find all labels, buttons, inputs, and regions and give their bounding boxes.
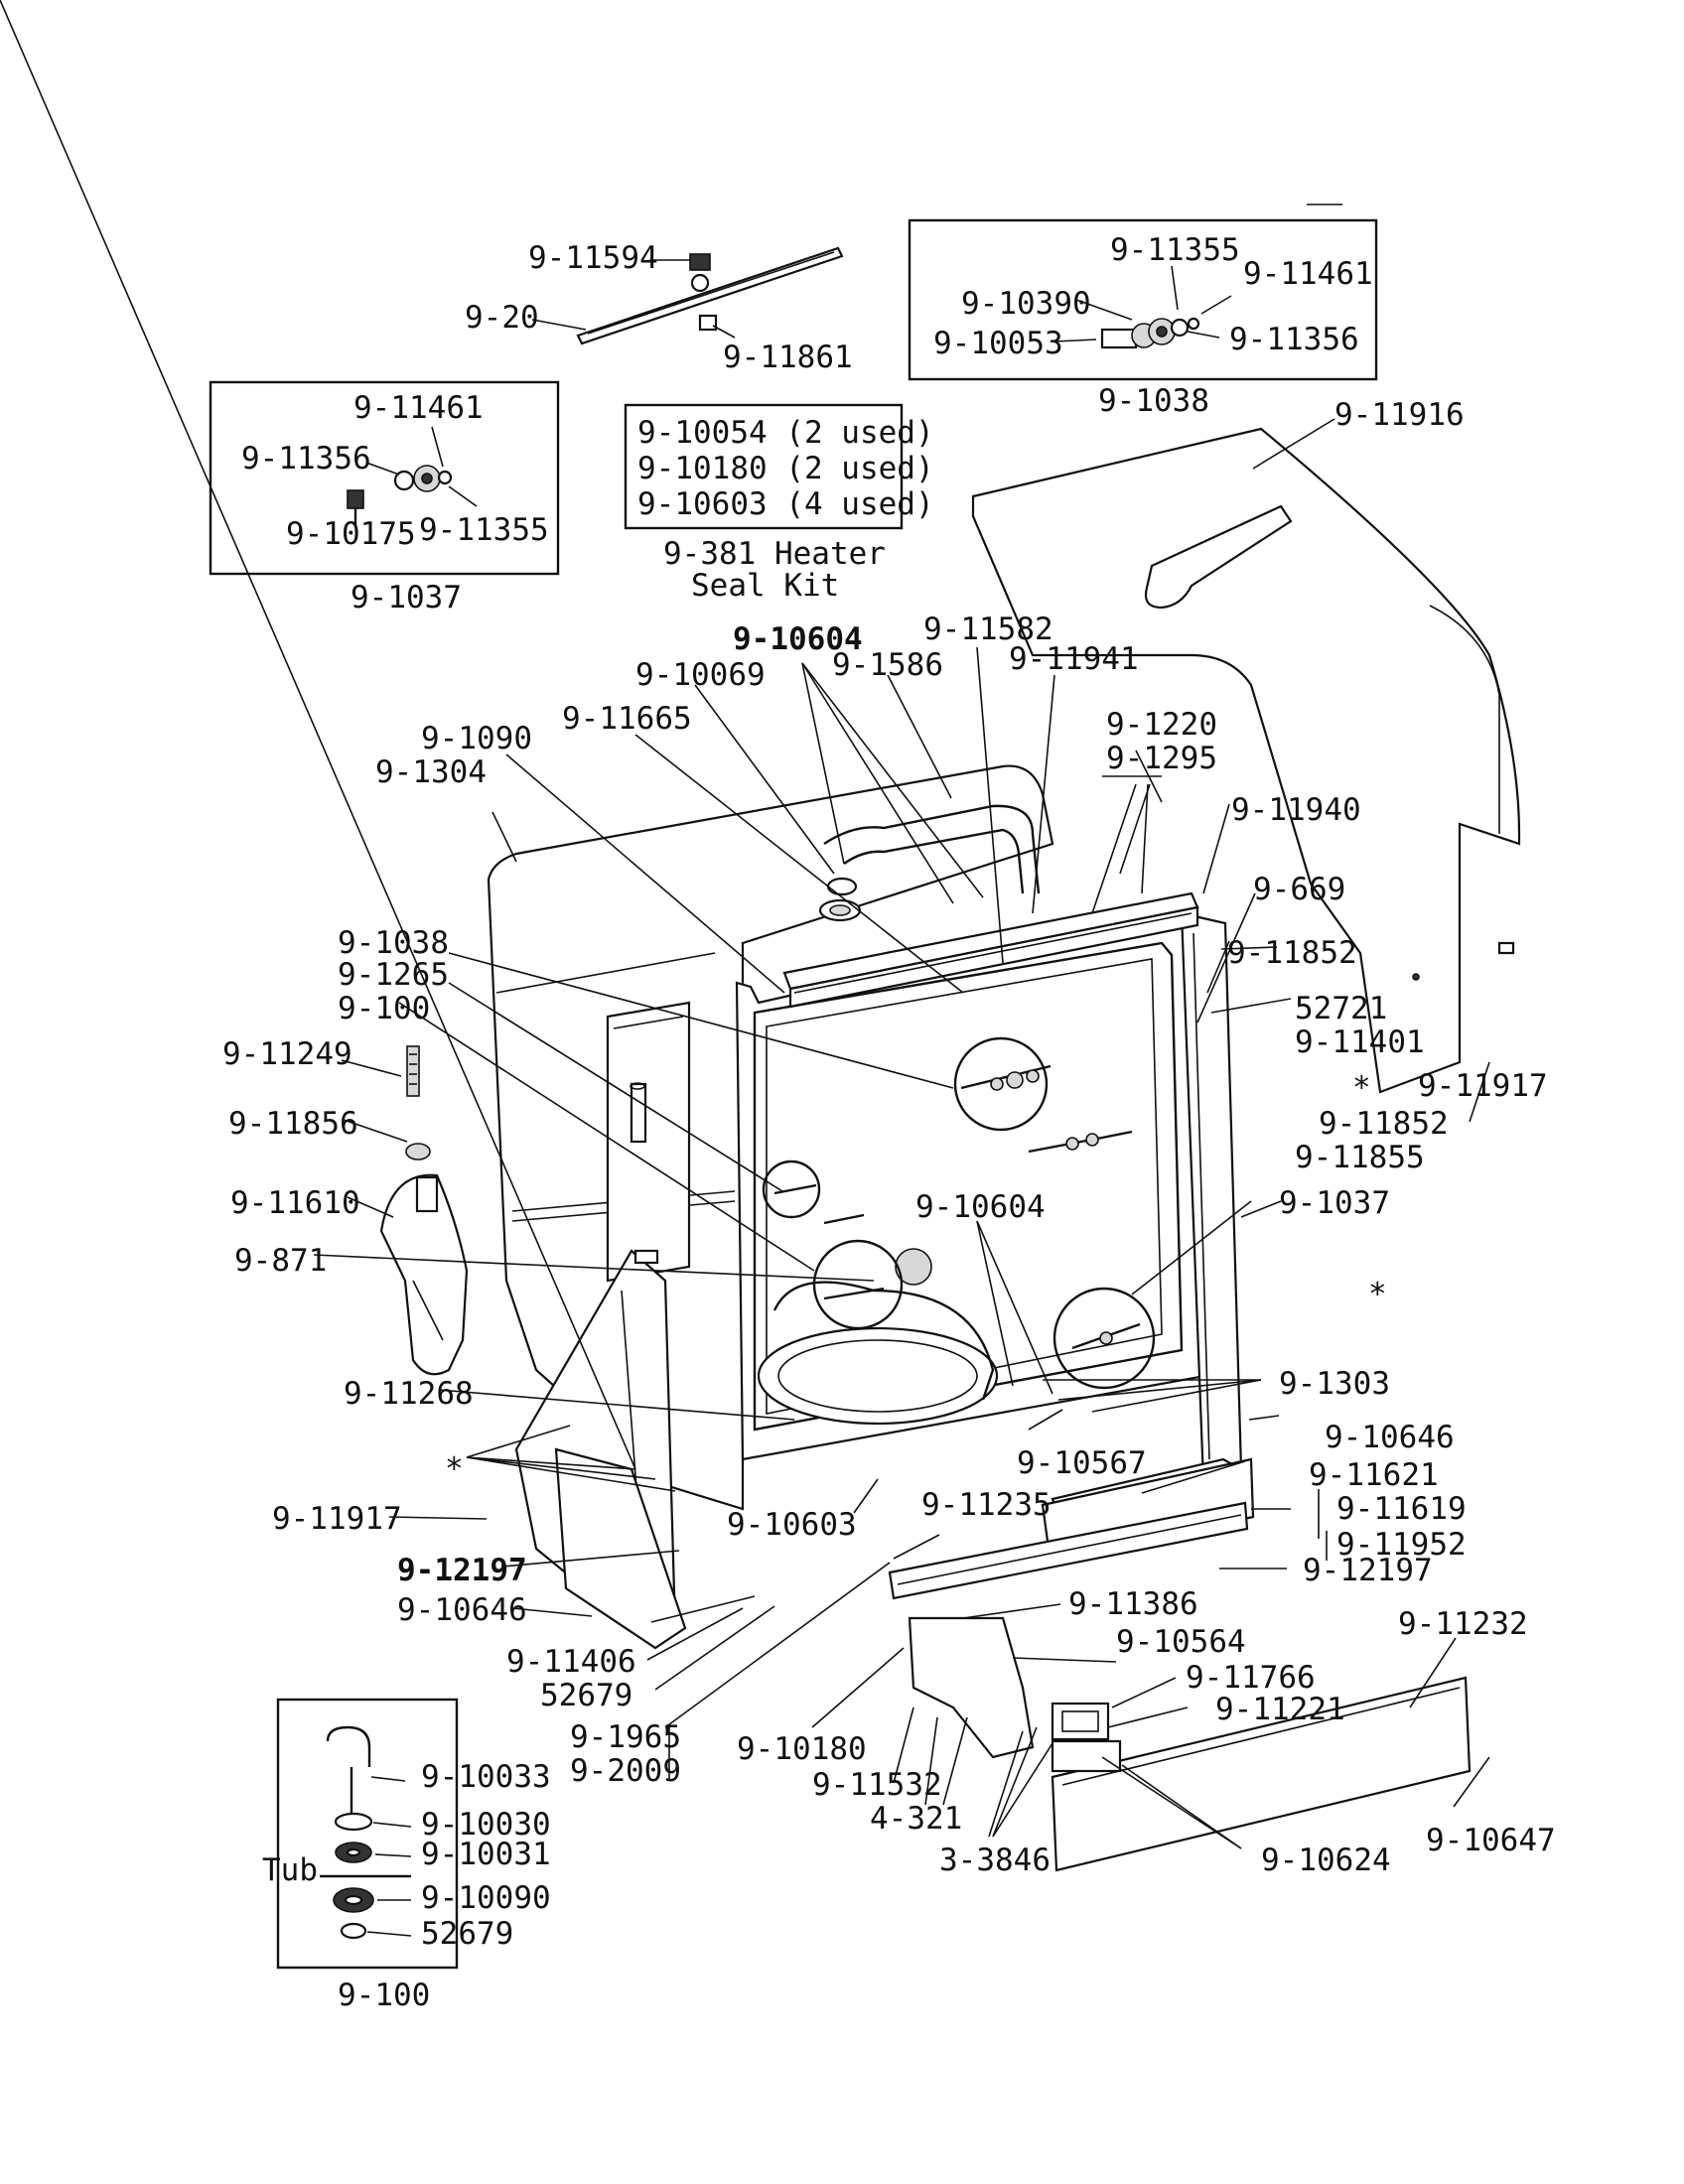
- leader-lines: [313, 646, 1490, 1849]
- detail-circles: [762, 1036, 1156, 1390]
- label-11916: 9-11916: [1334, 397, 1465, 433]
- callout-11386: 9-11386: [1068, 1586, 1198, 1622]
- callout-1965: 9-1965: [570, 1719, 681, 1755]
- callout-11235: 9-11235: [921, 1487, 1052, 1523]
- top-labels: 9-11594 9-20 9-11861 9-11916: [465, 240, 1465, 470]
- insulation-blanket: [971, 427, 1521, 1094]
- callout-100: 9-100: [338, 991, 430, 1026]
- callout-10604-top: 9-10604: [733, 621, 863, 657]
- callout-52679: 52679: [540, 1678, 632, 1713]
- callout-11249: 9-11249: [222, 1036, 352, 1072]
- callout-11940: 9-11940: [1231, 792, 1361, 828]
- callout-11268: 9-11268: [344, 1376, 474, 1412]
- label-1037-11461: 9-11461: [353, 390, 484, 426]
- callout-2009: 9-2009: [570, 1753, 681, 1789]
- callout-11582: 9-11582: [923, 612, 1053, 647]
- callout-10180: 9-10180: [737, 1731, 867, 1767]
- callout-871: 9-871: [234, 1243, 327, 1279]
- callout-12197-left: 9-12197: [397, 1553, 527, 1588]
- callout-11621: 9-11621: [1309, 1457, 1439, 1493]
- callout-11406: 9-11406: [506, 1644, 636, 1680]
- left-parts: [379, 1045, 469, 1376]
- label-1038-10053: 9-10053: [933, 326, 1063, 361]
- callout-11917-right: 9-11917: [1418, 1068, 1548, 1104]
- callout-11852-a: 9-11852: [1227, 935, 1357, 971]
- callout-11532: 9-11532: [812, 1767, 942, 1803]
- spray-arm: [576, 246, 844, 345]
- callout-10646-right: 9-10646: [1325, 1420, 1455, 1455]
- marker-asterisk-1: *: [1352, 1070, 1371, 1106]
- callout-11221: 9-11221: [1215, 1692, 1345, 1727]
- label-100-10031: 9-10031: [421, 1837, 551, 1872]
- label-100-52679: 52679: [421, 1916, 513, 1952]
- seal-kit-line-1: 9-10054 (2 used): [637, 415, 934, 451]
- marker-asterisk-3: *: [445, 1451, 464, 1487]
- marker-asterisk-2: *: [1368, 1277, 1387, 1312]
- callout-11232: 9-11232: [1398, 1606, 1528, 1642]
- callout-11856: 9-11856: [228, 1106, 358, 1142]
- label-1037-11355: 9-11355: [419, 512, 549, 548]
- callout-11619: 9-11619: [1336, 1491, 1467, 1527]
- caption-1037: 9-1037: [351, 580, 462, 615]
- callout-1265: 9-1265: [338, 957, 449, 993]
- label-1037-11356: 9-11356: [241, 441, 371, 477]
- seal-kit-caption-1: 9-381 Heater: [663, 536, 886, 572]
- callout-669: 9-669: [1253, 872, 1345, 907]
- label-1038-10390: 9-10390: [961, 286, 1091, 322]
- callout-11941: 9-11941: [1009, 641, 1139, 677]
- label-1038-11356: 9-11356: [1229, 322, 1359, 357]
- caption-100: 9-100: [338, 1978, 430, 2013]
- callout-3-3846: 3-3846: [939, 1843, 1051, 1878]
- callout-11952: 9-11952: [1336, 1527, 1467, 1563]
- label-100-10033: 9-10033: [421, 1759, 551, 1795]
- callout-11766: 9-11766: [1186, 1660, 1316, 1696]
- callout-1586: 9-1586: [832, 647, 943, 683]
- callout-1304: 9-1304: [375, 754, 487, 790]
- callout-labels: 9-10604 9-11582 9-10069 9-1586 9-11941 9…: [222, 612, 1556, 1878]
- caption-1038: 9-1038: [1098, 383, 1209, 419]
- label-11594: 9-11594: [528, 240, 658, 276]
- callout-11852-b: 9-11852: [1319, 1106, 1449, 1142]
- callout-11401: 9-11401: [1295, 1024, 1425, 1060]
- label-100-10030: 9-10030: [421, 1807, 551, 1843]
- tub-cabinet: [0, 0, 1472, 1872]
- callout-10069: 9-10069: [635, 657, 766, 693]
- callout-11665: 9-11665: [562, 701, 692, 737]
- callout-10604-mid: 9-10604: [915, 1189, 1046, 1225]
- callout-1038: 9-1038: [338, 925, 449, 961]
- label-1037-10175: 9-10175: [286, 516, 416, 552]
- callout-1220: 9-1220: [1106, 707, 1217, 743]
- seal-kit-line-2: 9-10180 (2 used): [637, 451, 934, 486]
- label-tub: Tub: [262, 1852, 318, 1888]
- label-11861: 9-11861: [723, 340, 853, 375]
- label-1038-11355: 9-11355: [1110, 232, 1240, 268]
- label-20: 9-20: [465, 300, 539, 336]
- callout-10624: 9-10624: [1261, 1843, 1391, 1878]
- callout-4-321: 4-321: [870, 1801, 962, 1837]
- heater-seal-kit-box: 9-10054 (2 used) 9-10180 (2 used) 9-1060…: [624, 403, 934, 604]
- callout-1090: 9-1090: [421, 721, 532, 756]
- inset-box-1038: 9-11355 9-11461 9-10390 9-10053 9-11356 …: [908, 218, 1378, 419]
- inset-box-1037: 9-11461 9-11356 9-10175 9-11355 9-1037: [209, 380, 560, 615]
- callout-12197-right: 9-12197: [1303, 1553, 1433, 1588]
- label-1038-11461: 9-11461: [1243, 256, 1373, 292]
- label-100-10090: 9-10090: [421, 1880, 551, 1916]
- callout-10567: 9-10567: [1017, 1445, 1147, 1481]
- callout-1037: 9-1037: [1279, 1185, 1390, 1221]
- callout-10603: 9-10603: [727, 1507, 857, 1543]
- callout-11610: 9-11610: [230, 1185, 360, 1221]
- callout-11855: 9-11855: [1295, 1140, 1425, 1175]
- callout-52721: 52721: [1295, 991, 1387, 1026]
- inset-box-100: 9-10033 9-10030 9-10031 9-10090 52679 Tu…: [262, 1698, 551, 2013]
- callout-10647: 9-10647: [1426, 1823, 1556, 1858]
- callout-1303: 9-1303: [1279, 1366, 1390, 1402]
- callout-11917-left: 9-11917: [272, 1501, 402, 1537]
- callout-1295: 9-1295: [1106, 741, 1217, 776]
- seal-kit-line-3: 9-10603 (4 used): [637, 486, 934, 522]
- seal-kit-caption-2: Seal Kit: [691, 568, 839, 604]
- callout-10564: 9-10564: [1116, 1624, 1246, 1660]
- callout-10646-left: 9-10646: [397, 1592, 527, 1628]
